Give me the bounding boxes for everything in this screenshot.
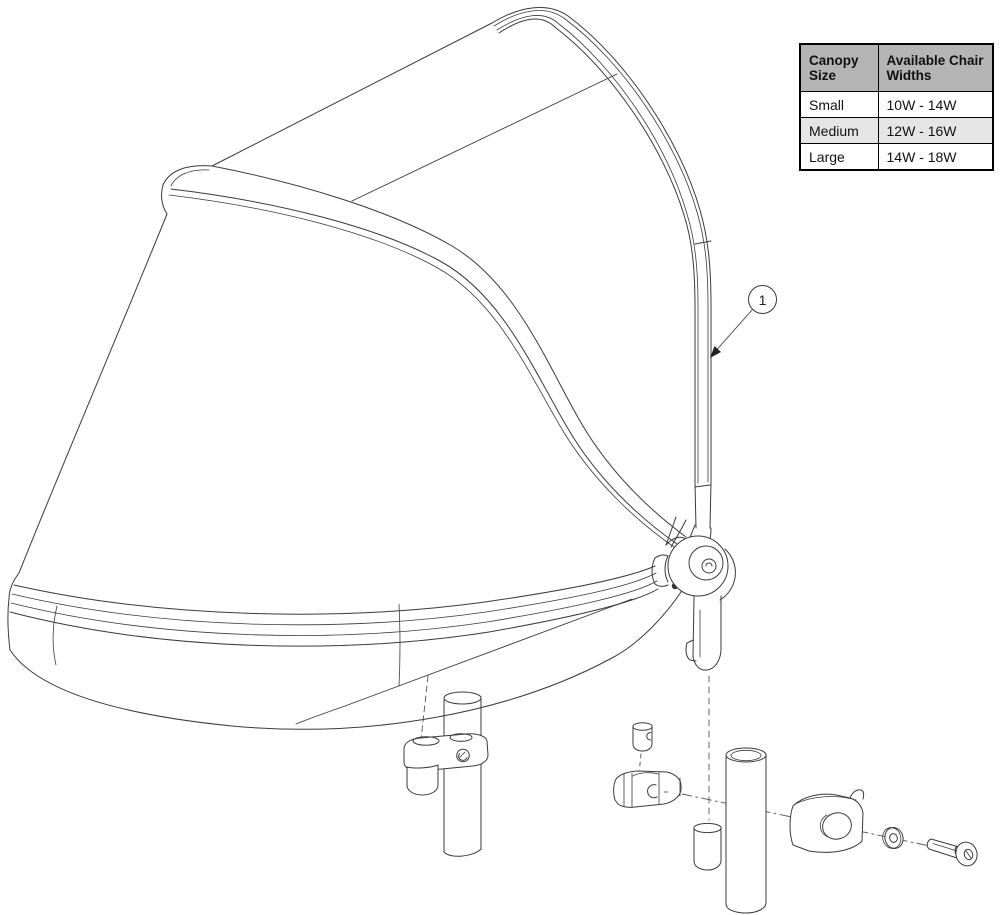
canopy-mount-clamp bbox=[403, 733, 489, 796]
table-row: Medium 12W - 16W bbox=[799, 117, 994, 144]
col-header-canopy-size: Canopy Size bbox=[799, 43, 879, 92]
cell-widths: 14W - 18W bbox=[877, 143, 994, 171]
receiver-clamp bbox=[613, 770, 682, 808]
middle-receiver-assembly bbox=[613, 722, 931, 914]
mounting-bracket bbox=[789, 789, 865, 853]
table-header-row: Canopy Size Available Chair Widths bbox=[799, 43, 994, 92]
canopy-brim bbox=[7, 554, 684, 730]
pivot-hub bbox=[667, 535, 736, 821]
screw bbox=[926, 838, 978, 867]
left-mount-assembly bbox=[403, 675, 489, 857]
callout-1-bubble[interactable]: 1 bbox=[748, 285, 777, 314]
canopy-fabric bbox=[8, 22, 687, 725]
cell-size: Medium bbox=[799, 117, 879, 144]
alignment-dashed-line bbox=[639, 753, 642, 770]
table-row: Large 14W - 18W bbox=[799, 143, 994, 171]
table-row: Small 10W - 14W bbox=[799, 91, 994, 118]
cell-size: Small bbox=[799, 91, 879, 118]
callout-leader-line bbox=[710, 309, 753, 358]
cell-widths: 10W - 14W bbox=[877, 91, 994, 118]
receiver-sleeve bbox=[693, 822, 722, 871]
spacer-bushing bbox=[632, 722, 653, 770]
cell-widths: 12W - 16W bbox=[877, 117, 994, 144]
col-header-available-widths: Available Chair Widths bbox=[877, 43, 994, 92]
canopy-size-table: Canopy Size Available Chair Widths Small… bbox=[799, 43, 994, 171]
frame-tube-right bbox=[725, 747, 767, 914]
frame-tube-left bbox=[443, 691, 482, 857]
canopy-frame-tube bbox=[491, 7, 712, 549]
arrowhead bbox=[710, 346, 721, 358]
alignment-dashed-line bbox=[420, 675, 429, 741]
washer bbox=[882, 827, 904, 849]
right-hardware-assembly bbox=[789, 789, 978, 867]
cell-size: Large bbox=[799, 143, 879, 171]
